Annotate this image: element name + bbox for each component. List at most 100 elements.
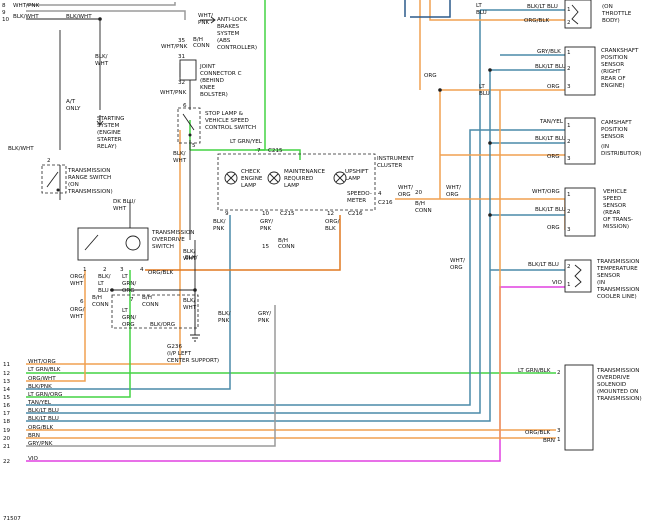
c7-label: 7 [257,148,261,154]
org-top-label: ORG [424,73,437,79]
only-label: ONLY [66,106,81,112]
wire-22 [26,286,565,462]
upshift-label-0: UPSHIFT [345,169,369,175]
sol-label-1: OVERDRIVE [597,375,630,381]
ground-label-1: (I/P LEFT [167,351,192,357]
od-wire-wht-2: WHT [183,256,197,262]
vss-label-3: (REAR [603,210,620,216]
od-wire-wht: WHT [113,206,127,212]
joint-label-4: BOLSTER) [200,92,228,98]
od-wire-wht-b: WHT [70,314,84,320]
sol-wire-brn: BRN [543,438,555,444]
trs-label-3: TRANSMISSION) [67,189,113,195]
trs-contact-icon [46,171,59,188]
c6-label: 6 [183,103,187,109]
tts-pin-1: 1 [567,282,571,288]
abs-label-2: SYSTEM [217,31,239,37]
bh-conn-15: B/H [278,238,288,244]
speedo-label-0: SPEEDO- [347,191,372,197]
camshaft-sensor: TAN/YEL BLK/LT BLU ORG 1 2 3 CAMSHAFT PO… [535,117,641,165]
junction-dot [488,141,492,145]
check-engine-lamp-icon [224,171,238,185]
tts-label-5: COOLER LINE) [597,294,637,300]
pin-9: 9 [225,211,229,217]
cluster-box [217,153,376,211]
pin-4: 4 [378,191,382,197]
speedo-label-1: METER [347,198,366,204]
cam-pin-2: 2 [567,139,571,145]
wire-cluster-green [255,149,301,160]
row-num-16: 16 [3,403,11,409]
conn-20: CONN [415,208,432,214]
wht-org-right-2: WHT/ [450,258,465,264]
wire-14 [26,215,231,390]
sol-pin-1: 1 [557,437,561,443]
wire-10 [26,18,101,150]
starting-label-0: STARTING [97,116,124,122]
abs-arrow-icon [200,16,216,24]
joint-label-0: JOINT [199,64,216,70]
ground-icon [190,334,200,342]
tps-label-0: (ON [602,4,613,10]
cam-label-3: (IN [601,144,609,150]
cam-label-2: SENSOR [601,134,624,140]
ground-label-2: CENTER SUPPORT) [167,358,219,364]
overdrive-solenoid: LT GRN/BLK ORG/BLK BRN 2 3 1 TRANSMISSIO… [518,364,642,451]
sol-label-3: (MOUNTED ON [597,389,638,395]
stop-label-2: CONTROL SWITCH [205,125,256,131]
tts-wire-blk: BLK/LT BLU [528,262,559,268]
tts-label-1: TEMPERATURE [596,266,638,272]
row-label-12: LT GRN/BLK [28,367,61,373]
row-label-11: WHT/ORG [28,359,56,365]
sol-pin-2: 2 [557,370,561,376]
od-switch-contact-icon [84,234,99,251]
row-num-17: 17 [3,411,11,417]
crank-label-1: POSITION [601,55,628,61]
tts-label-4: TRANSMISSION [596,287,639,293]
od-solenoid-box [564,364,594,451]
stop-label-0: STOP LAMP & [205,111,244,117]
maintenance-lamp-icon [267,171,281,185]
wire-15 [26,290,131,398]
trs-pin-label: 2 [47,158,51,164]
od-wire-blk-2: BLK/ [183,249,196,255]
crank-pin-3: 3 [567,84,571,90]
bh-od-7: B/H [142,295,152,301]
stop-lamp-node [188,133,192,137]
wht-pnk-label-b: WHT/PNK [160,90,187,96]
crank-wire-gry: GRY/BLK [537,49,561,55]
vss-wire-wht: WHT/ORG [532,189,560,195]
wire-11 [26,130,181,365]
row-num-12: 12 [3,371,10,377]
sol-label-0: TRANSMISSION [596,368,639,374]
check-engine-lamp-filament [226,173,236,183]
maint-label-1: REQUIRED [284,176,313,182]
cam-label-1: POSITION [601,127,628,133]
cam-wire-blk: BLK/LT BLU [535,136,566,142]
row-label-18: BLK/LT BLU [28,416,59,422]
od-wire-lt-b: LT [122,308,128,314]
trs-box [41,164,67,194]
row-label-16: TAN/YEL [27,400,52,406]
abs-label-0: ANTI-LOCK [217,17,247,23]
wire-8 [26,2,176,6]
wire-18 [26,240,491,422]
tps-wire-blk: BLK/LT BLU [527,4,558,10]
cluster-wire-lt-grn: LT GRN/YEL [230,139,263,145]
od-wire-blk-org: BLK/ORG [150,322,175,328]
joint-connector-box [179,59,197,81]
od-wire-blk: BLK/ [98,274,111,280]
c12-wire-blk: BLK [325,226,336,232]
pin-12: 12 [327,211,334,217]
c9-wire-blk: BLK/ [213,219,226,225]
tps-resistor-icon [571,4,579,25]
od-pin-1: 1 [83,267,87,273]
lt-blu-mid: LT [479,84,485,90]
wire-9 [26,10,186,20]
od-wire-org-blk: ORG/BLK [148,270,173,276]
c10-wire-gry: GRY/ [260,219,273,225]
tps-label-1: THROTTLE [601,11,632,17]
od-wire-org-c: ORG [122,322,135,328]
upshift-lamp-filament [335,173,345,183]
